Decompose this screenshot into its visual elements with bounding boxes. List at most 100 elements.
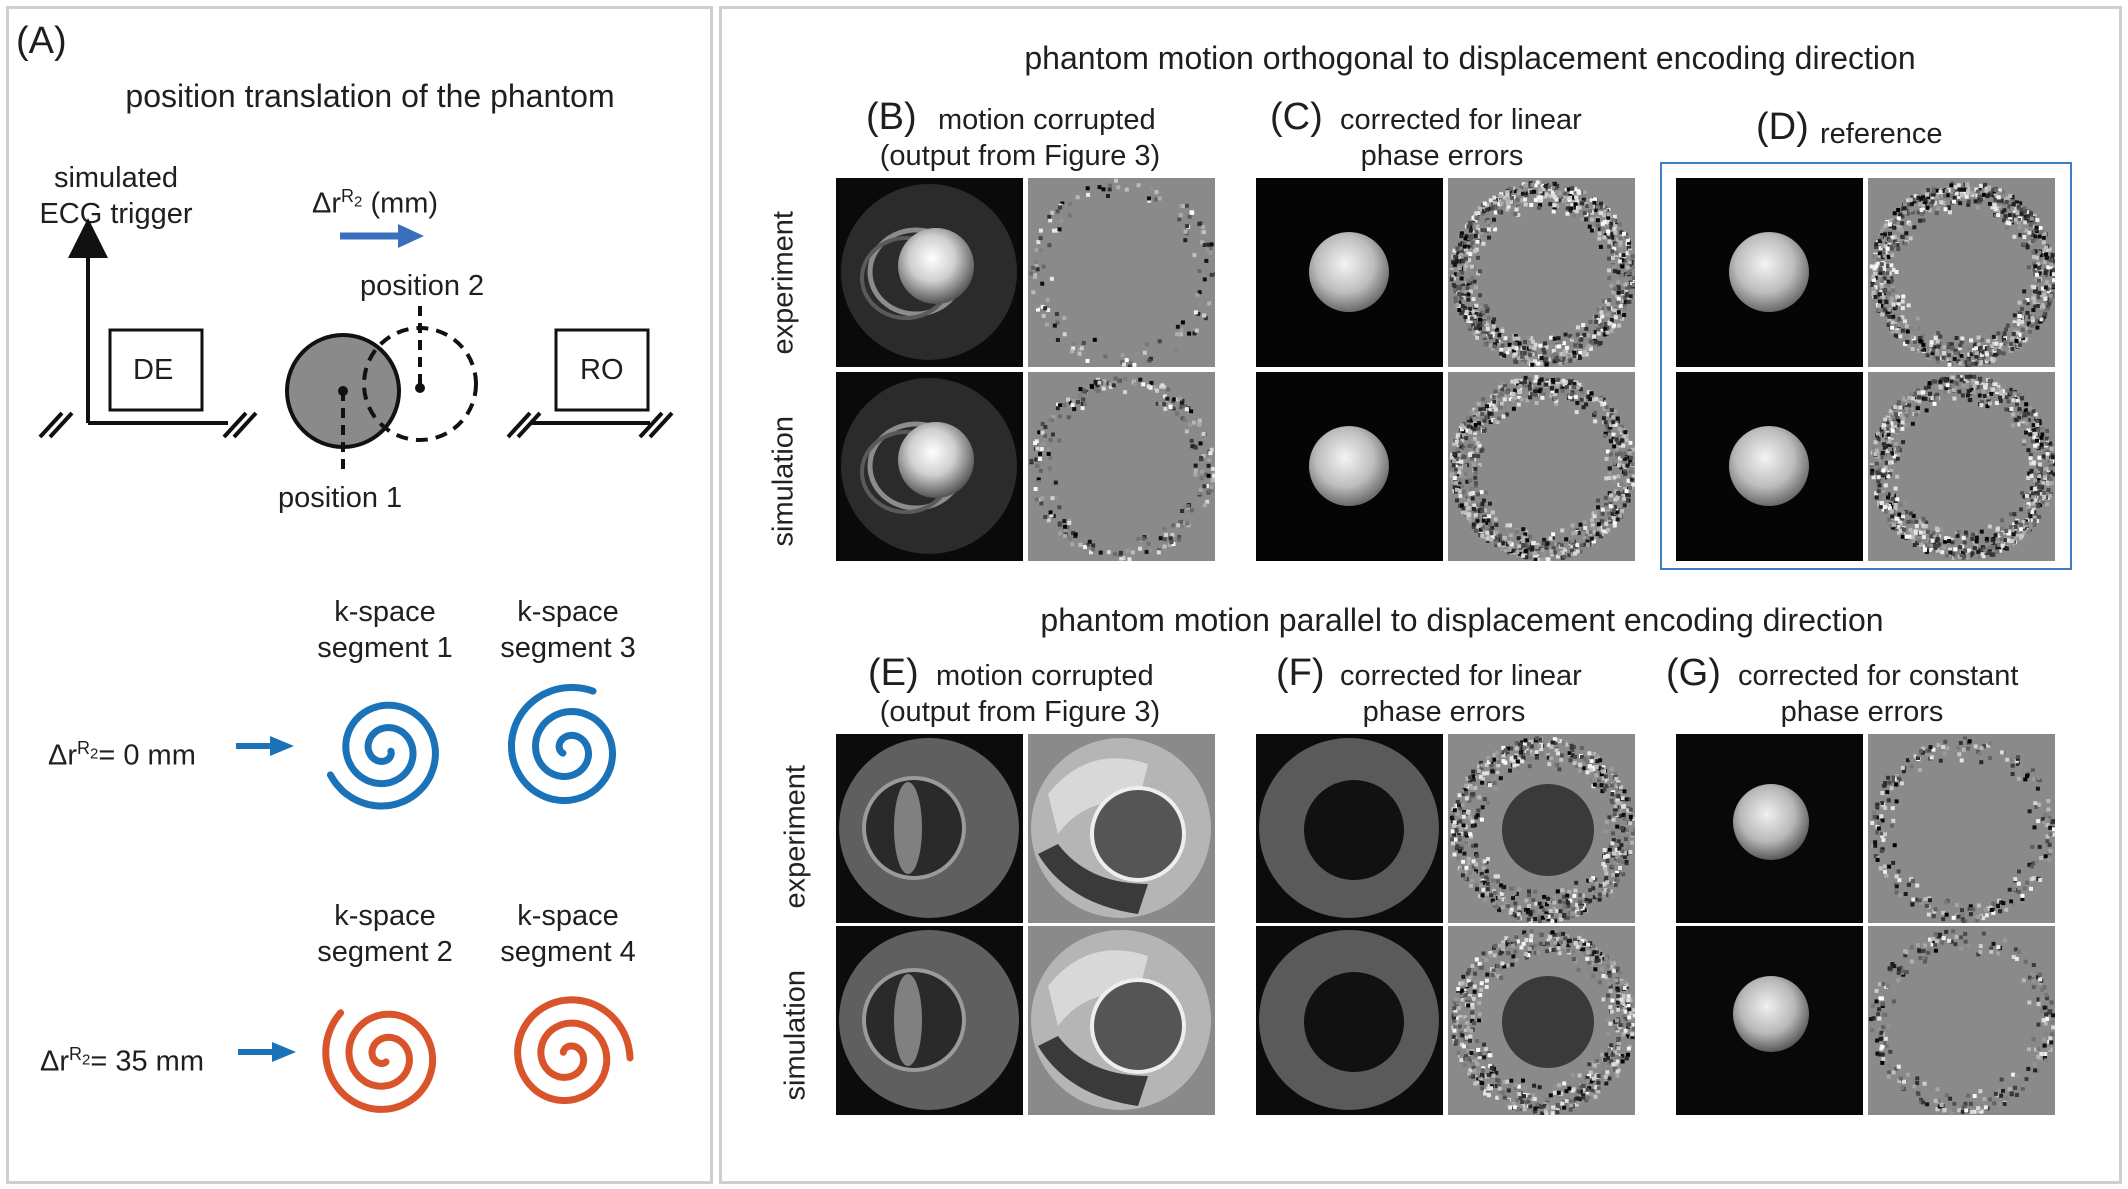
noise-pixel bbox=[1531, 541, 1536, 546]
noise-pixel bbox=[2028, 493, 2033, 498]
noise-pixel bbox=[1508, 396, 1513, 401]
noise-pixel bbox=[2039, 492, 2044, 496]
noise-pixel bbox=[1516, 356, 1521, 361]
noise-pixel bbox=[1492, 531, 1497, 536]
noise-pixel bbox=[1546, 896, 1550, 901]
noise-pixel bbox=[1614, 510, 1619, 515]
noise-pixel bbox=[1051, 432, 1055, 437]
noise-pixel bbox=[1941, 342, 1946, 347]
noise-pixel bbox=[1475, 224, 1480, 229]
noise-pixel bbox=[1604, 299, 1609, 304]
noise-pixel bbox=[1502, 195, 1507, 200]
noise-pixel bbox=[1488, 222, 1493, 227]
noise-pixel bbox=[1900, 221, 1905, 226]
noise-pixel bbox=[1471, 233, 1476, 238]
noise-pixel bbox=[2043, 488, 2048, 493]
noise-pixel bbox=[1521, 553, 1526, 558]
noise-pixel bbox=[1955, 549, 1960, 554]
noise-pixel bbox=[1878, 271, 1883, 276]
noise-pixel bbox=[1553, 393, 1557, 398]
noise-pixel bbox=[1551, 532, 1556, 537]
noise-pixel bbox=[1538, 915, 1543, 920]
noise-pixel bbox=[1978, 350, 1983, 355]
noise-pixel bbox=[1624, 489, 1629, 494]
noise-pixel bbox=[1165, 396, 1170, 401]
noise-pixel bbox=[1470, 823, 1475, 828]
noise-pixel bbox=[2046, 488, 2051, 492]
noise-pixel bbox=[1453, 272, 1458, 277]
noise-pixel bbox=[1470, 794, 1475, 799]
noise-pixel bbox=[1884, 221, 1889, 226]
noise-pixel bbox=[1038, 468, 1043, 473]
noise-pixel bbox=[1596, 784, 1601, 788]
noise-pixel bbox=[1532, 346, 1537, 351]
noise-pixel bbox=[1582, 908, 1587, 913]
noise-pixel bbox=[1569, 743, 1574, 748]
noise-pixel bbox=[1458, 436, 1463, 441]
noise-pixel bbox=[1457, 470, 1462, 475]
noise-pixel bbox=[1599, 201, 1603, 206]
noise-pixel bbox=[1067, 521, 1072, 525]
noise-pixel bbox=[1041, 264, 1046, 269]
noise-pixel bbox=[2028, 452, 2033, 457]
noise-pixel bbox=[2002, 331, 2007, 336]
seg1-label-2: segment 1 bbox=[317, 632, 453, 664]
noise-pixel bbox=[2000, 189, 2005, 194]
noise-pixel bbox=[1568, 334, 1573, 339]
noise-pixel bbox=[1516, 385, 1521, 390]
noise-pixel bbox=[1931, 348, 1936, 353]
noise-pixel bbox=[1602, 299, 1606, 304]
noise-pixel bbox=[1591, 398, 1596, 402]
noise-pixel bbox=[1532, 756, 1537, 761]
noise-pixel bbox=[1594, 314, 1599, 319]
tile-e-sim-mag-canvas bbox=[836, 926, 1023, 1115]
noise-pixel bbox=[1610, 841, 1615, 846]
noise-pixel bbox=[1461, 433, 1466, 438]
noise-pixel bbox=[1621, 804, 1625, 809]
noise-pixel bbox=[1922, 544, 1927, 549]
noise-pixel bbox=[1466, 856, 1471, 861]
noise-pixel bbox=[2046, 293, 2051, 298]
noise-pixel bbox=[1991, 358, 1995, 363]
noise-pixel bbox=[1450, 837, 1454, 842]
noise-pixel bbox=[1480, 412, 1485, 416]
noise-pixel bbox=[1098, 550, 1103, 555]
noise-pixel bbox=[1184, 203, 1189, 208]
noise-pixel bbox=[1537, 901, 1542, 906]
noise-pixel bbox=[1622, 302, 1627, 307]
noise-pixel bbox=[1157, 196, 1162, 201]
noise-pixel bbox=[2033, 264, 2038, 269]
noise-pixel bbox=[1625, 273, 1630, 278]
noise-pixel bbox=[1943, 389, 1948, 394]
noise-pixel bbox=[1541, 541, 1546, 546]
noise-pixel bbox=[1531, 898, 1536, 903]
noise-pixel bbox=[1874, 458, 1879, 463]
noise-pixel bbox=[1610, 511, 1615, 516]
noise-pixel bbox=[1057, 227, 1062, 232]
noise-pixel bbox=[1576, 911, 1581, 916]
noise-pixel bbox=[2045, 306, 2050, 311]
noise-pixel bbox=[1202, 230, 1206, 235]
noise-pixel bbox=[2033, 472, 2038, 477]
noise-pixel bbox=[1592, 200, 1597, 205]
noise-pixel bbox=[1514, 339, 1519, 344]
noise-pixel bbox=[1610, 774, 1615, 779]
noise-pixel bbox=[1524, 898, 1529, 903]
noise-pixel bbox=[1143, 359, 1148, 364]
noise-pixel bbox=[1480, 502, 1485, 506]
noise-pixel bbox=[1880, 501, 1884, 505]
noise-pixel bbox=[1466, 424, 1471, 429]
noise-pixel bbox=[1523, 191, 1528, 196]
noise-pixel bbox=[1626, 271, 1631, 276]
noise-pixel bbox=[1609, 798, 1614, 803]
noise-pixel bbox=[1180, 509, 1185, 513]
noise-pixel bbox=[2044, 252, 2048, 257]
noise-pixel bbox=[1033, 274, 1037, 279]
noise-pixel bbox=[1935, 356, 1940, 361]
noise-pixel bbox=[1517, 551, 1522, 556]
noise-pixel bbox=[1480, 206, 1485, 211]
noise-pixel bbox=[2034, 513, 2039, 518]
noise-pixel bbox=[1883, 256, 1887, 261]
noise-pixel bbox=[1884, 312, 1889, 317]
noise-pixel bbox=[2043, 285, 2048, 290]
